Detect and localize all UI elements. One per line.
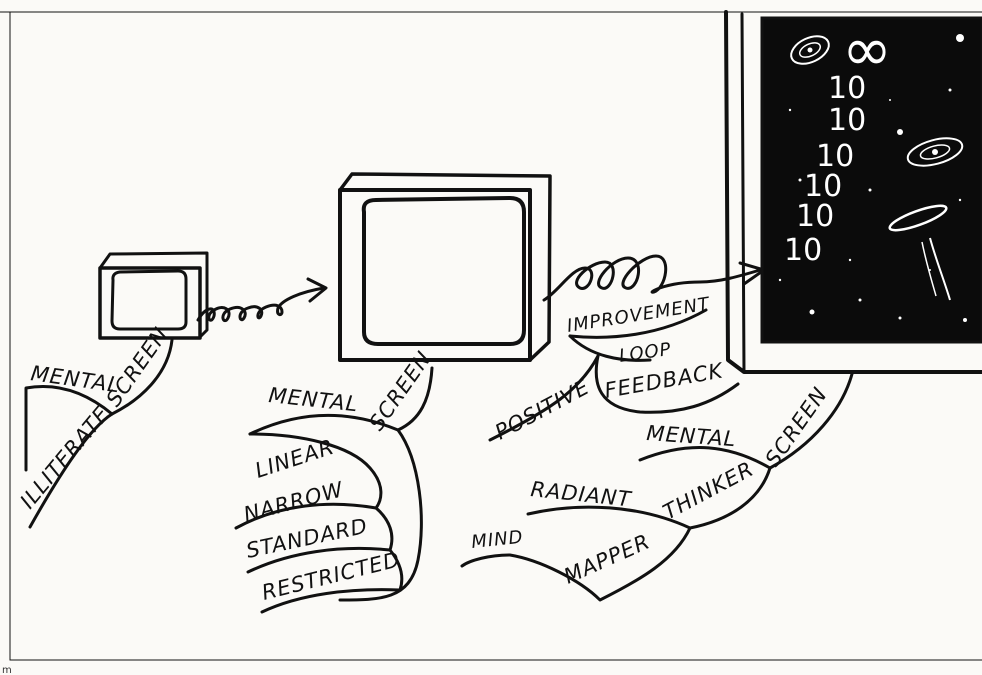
label-mental-3: MENTAL	[646, 421, 738, 451]
number-10-2: 10	[828, 103, 866, 138]
label-positive: POSITIVE	[491, 375, 594, 445]
label-thinker: THINKER	[659, 457, 758, 525]
label-loop: LOOP	[618, 339, 673, 367]
small-coil-arrow	[198, 288, 324, 321]
label-mental-2: MENTAL	[267, 383, 359, 416]
label-illiterate: ILLITERATE	[15, 402, 114, 514]
number-10-5: 10	[796, 199, 834, 234]
page-footer-mark: m	[2, 665, 12, 675]
medium-tv-icon	[340, 174, 550, 360]
number-10-6: 10	[784, 233, 822, 268]
label-linear: LINEAR	[252, 435, 337, 483]
label-improvement: IMPROVEMENT	[565, 293, 712, 336]
radiant-big-screen: ∞ 10 10 10 10 10 10	[726, 12, 982, 372]
label-narrow: NARROW	[241, 477, 346, 527]
label-mind: MIND	[470, 527, 524, 553]
number-10-1: 10	[828, 71, 866, 106]
